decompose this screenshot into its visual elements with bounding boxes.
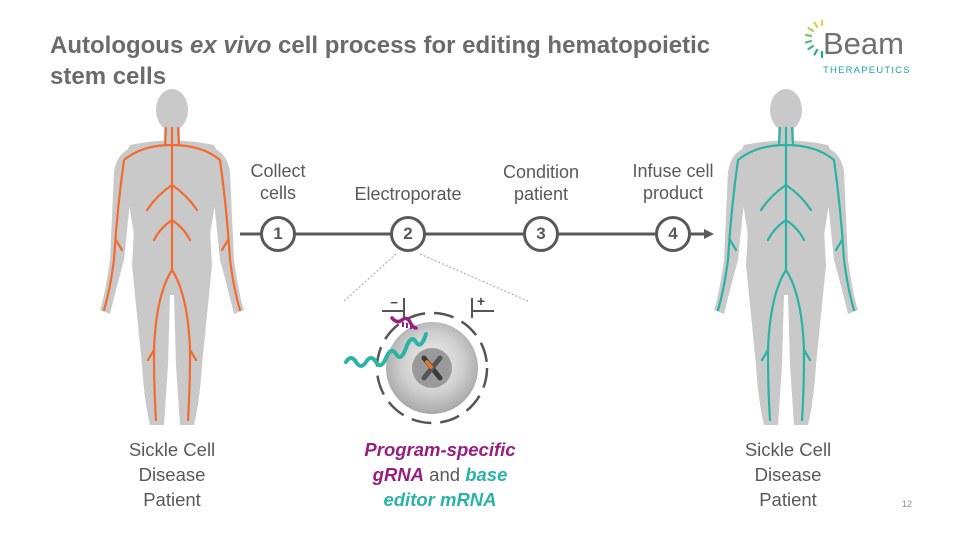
logo-wordmark: Beam: [823, 26, 904, 61]
logo-burst-icon: [805, 20, 824, 59]
positive-electrode-icon: [471, 298, 494, 318]
step-4-circle: 4: [655, 216, 691, 252]
payload-caption: Program-specific gRNA and base editor mR…: [330, 437, 550, 512]
grna-teeth: [402, 322, 412, 329]
positive-sign: +: [477, 293, 485, 309]
mrna-strand-icon: [344, 332, 428, 368]
electroporation-cell: [375, 311, 489, 425]
title-italic: ex vivo: [189, 32, 272, 59]
timeline-arrow-icon: [704, 229, 714, 239]
patient-left-label: Sickle Cell Disease Patient: [128, 439, 216, 510]
payload-editor-mrna: editor mRNA: [383, 489, 497, 510]
patient-left-figure: [100, 89, 244, 425]
grna-strand-icon: [390, 316, 418, 330]
step-4-label: Infuse cell product: [632, 161, 714, 203]
payload-grna: gRNA: [372, 464, 425, 485]
step-3-circle: 3: [523, 216, 559, 252]
chromosome-icon: [421, 355, 443, 381]
patient-right-label: Sickle Cell Disease Patient: [744, 439, 832, 510]
step-2-label: Electroporate: [354, 184, 462, 204]
step-1-circle: 1: [260, 216, 296, 252]
slide-title: Autologous ex vivo cell process for edit…: [50, 30, 750, 92]
title-post: cell process for editing hematopoietic s…: [50, 32, 711, 90]
payload-base: base: [465, 464, 508, 485]
title-pre: Autologous: [50, 32, 190, 59]
beam-logo: Beam THERAPEUTICS: [805, 20, 930, 80]
negative-sign: −: [390, 295, 398, 310]
step-2-circle: 2: [390, 216, 426, 252]
negative-electrode-icon: [382, 298, 405, 318]
payload-program-specific: Program-specific: [364, 439, 516, 460]
zoom-line-right: [419, 253, 531, 303]
step-1-label: Collect cells: [250, 161, 306, 203]
zoom-line-left: [342, 253, 397, 303]
step-3-label: Condition patient: [502, 162, 580, 204]
patient-right-figure: [714, 89, 858, 425]
page-number: 12: [902, 499, 913, 509]
payload-and: and: [424, 464, 466, 485]
logo-subtitle: THERAPEUTICS: [823, 65, 911, 76]
